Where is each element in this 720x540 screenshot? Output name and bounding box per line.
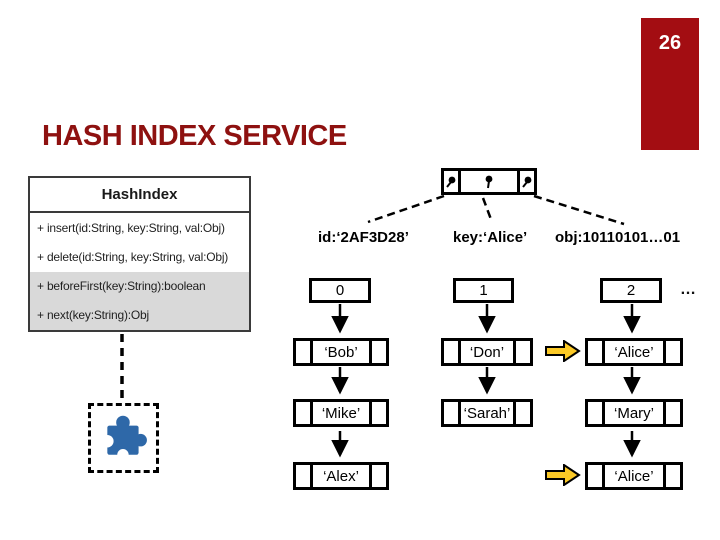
pointer-dot-icon (446, 176, 456, 188)
record-cell-key (461, 171, 517, 192)
record-cell-id (444, 171, 461, 192)
slide-title: HASH INDEX SERVICE (42, 120, 347, 152)
buckets-ellipsis: … (680, 281, 696, 298)
bucket-header-2: 2 (600, 278, 662, 303)
record-box: ‘Don’ (441, 338, 533, 366)
pointer-dot-icon (522, 176, 532, 188)
record-key: ‘Alice’ (614, 343, 654, 361)
method-beforefirst: + beforeFirst(key:String):boolean (30, 271, 249, 301)
bucket-header-1: 1 (453, 278, 514, 303)
record-box: ‘Mike’ (293, 399, 389, 427)
record-cell-obj (517, 171, 534, 192)
bucket-header-0: 0 (309, 278, 371, 303)
record-box: ‘Bob’ (293, 338, 389, 366)
record-key: ‘Don’ (469, 343, 505, 361)
pointer-dot-icon (485, 175, 493, 188)
method-next: + next(key:String):Obj (30, 300, 249, 330)
field-label-key: key:‘Alice’ (453, 229, 528, 246)
record-key: ‘Mary’ (614, 404, 654, 422)
record-key: ‘Sarah’ (463, 404, 511, 422)
plugin-slot-box (88, 403, 159, 473)
hashindex-class-box: HashIndex + insert(id:String, key:String… (28, 176, 251, 332)
record-box: ‘Sarah’ (441, 399, 533, 427)
record-key: ‘Mike’ (321, 404, 361, 422)
highlight-arrow-icon (545, 463, 581, 487)
page-number-box: 26 (641, 18, 699, 150)
record-box: ‘Alex’ (293, 462, 389, 490)
record-box: ‘Alice’ (585, 338, 683, 366)
field-label-obj: obj:10110101…01 (555, 229, 681, 246)
class-name: HashIndex (30, 178, 249, 213)
record-pointer-box (441, 168, 537, 195)
record-box: ‘Alice’ (585, 462, 683, 490)
puzzle-piece-icon (99, 411, 149, 466)
method-insert: + insert(id:String, key:String, val:Obj) (30, 213, 249, 243)
record-key: ‘Alex’ (323, 467, 359, 485)
highlight-arrow-icon (545, 339, 581, 363)
field-label-id: id:‘2AF3D28’ (318, 229, 409, 246)
record-key: ‘Alice’ (614, 467, 654, 485)
method-delete: + delete(id:String, key:String, val:Obj) (30, 242, 249, 272)
page-number: 26 (658, 32, 682, 54)
record-key: ‘Bob’ (324, 343, 358, 361)
record-box: ‘Mary’ (585, 399, 683, 427)
